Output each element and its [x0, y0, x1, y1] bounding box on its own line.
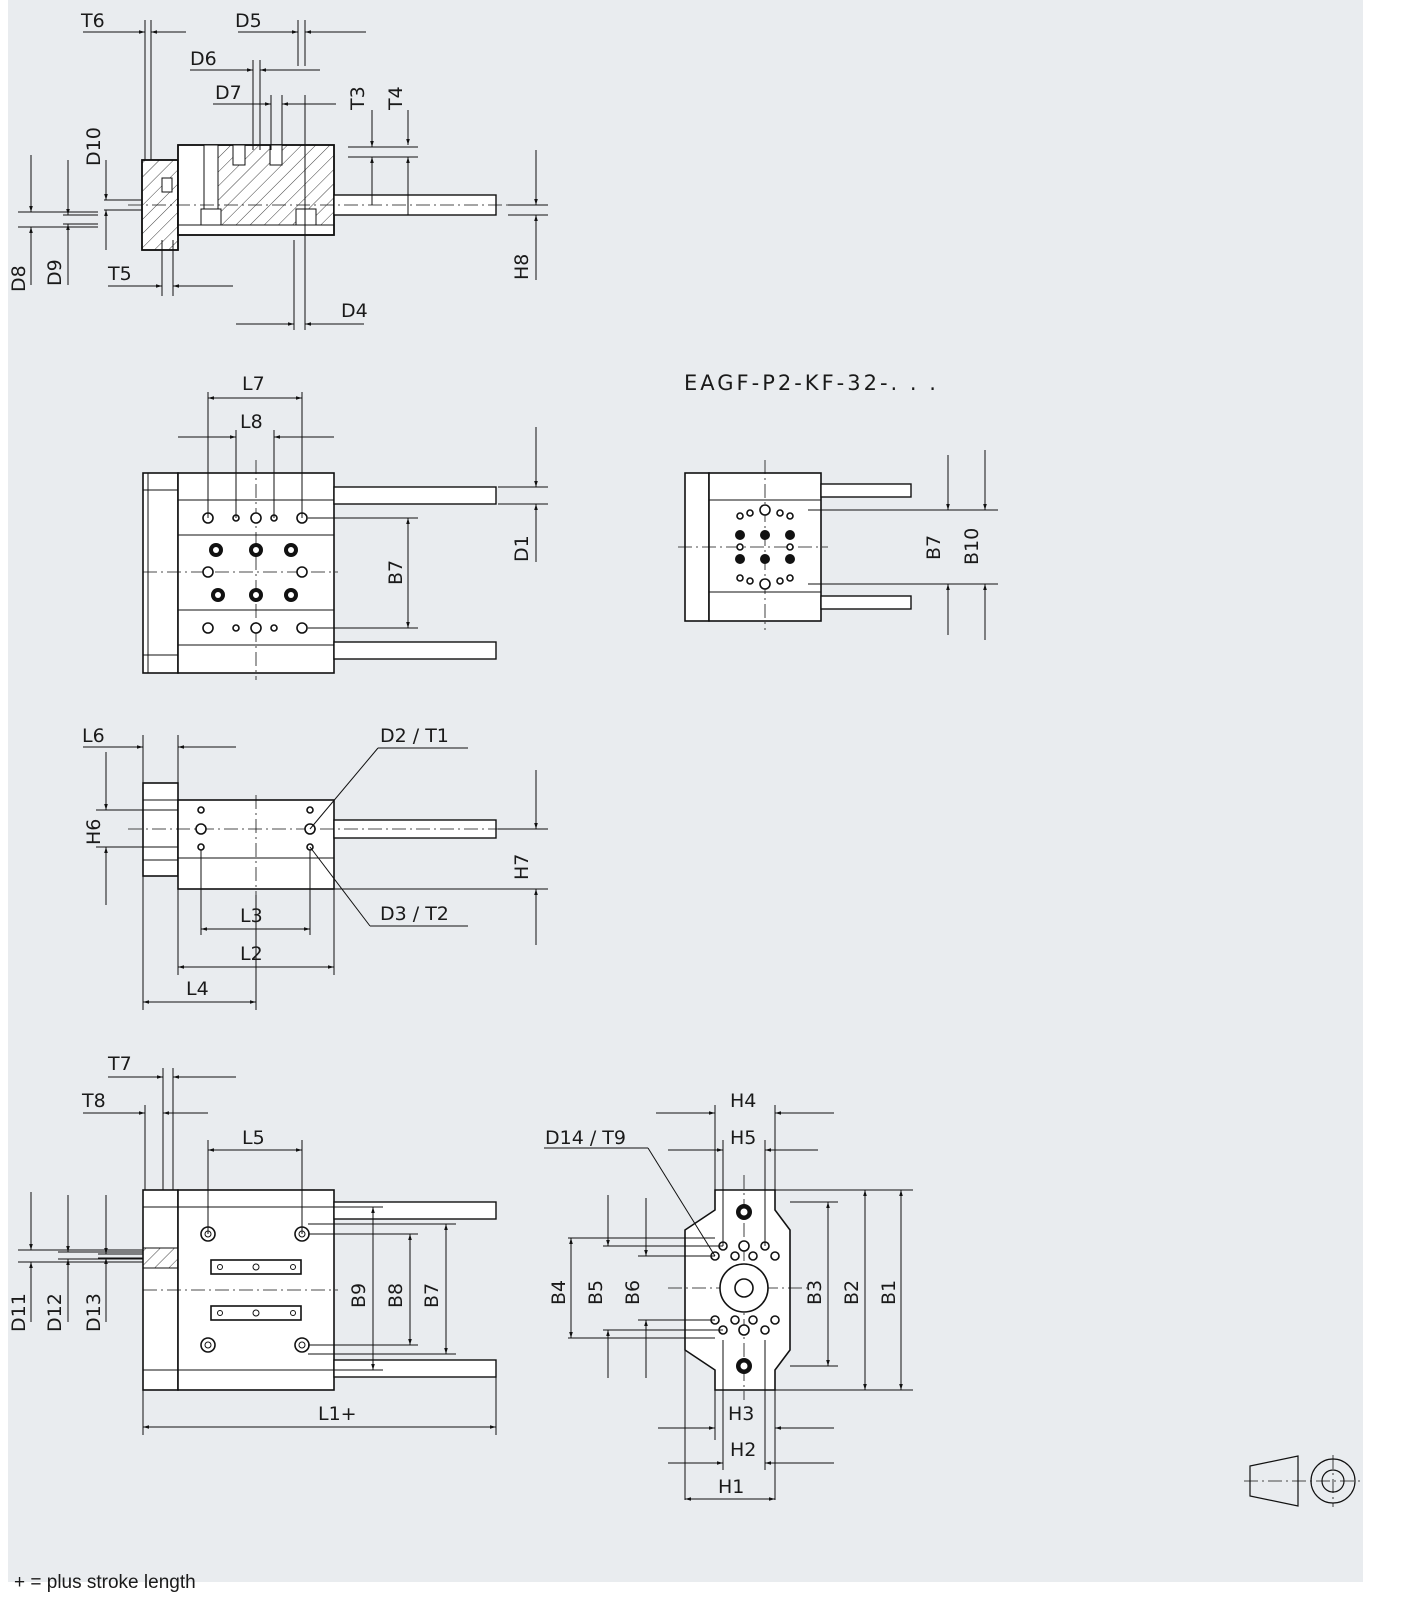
end-view [544, 1105, 913, 1501]
dim-label-B7-variant: B7 [923, 535, 945, 560]
dim-label-L1: L1+ [318, 1403, 357, 1425]
dim-label-L7: L7 [242, 373, 265, 395]
dim-label-D11: D11 [8, 1293, 30, 1332]
footnote: + = plus stroke length [14, 1572, 196, 1593]
side-view-labels: L6 D2 / T1 H6 H7 L3 D3 / T2 L2 L4 [82, 725, 533, 1000]
dim-label-B2: B2 [841, 1280, 863, 1305]
dim-label-B1: B1 [878, 1280, 900, 1305]
dim-label-T8: T8 [81, 1090, 106, 1112]
dim-label-H3: H3 [728, 1403, 754, 1425]
dim-label-T3: T3 [347, 86, 369, 111]
dim-label-B7: B7 [385, 560, 407, 585]
dim-label-T4: T4 [385, 86, 407, 111]
dim-label-H5: H5 [730, 1127, 756, 1149]
dim-label-T6: T6 [80, 10, 105, 32]
dim-label-H6: H6 [83, 819, 105, 845]
dim-label-B6: B6 [622, 1280, 644, 1305]
dim-label-D13: D13 [83, 1293, 105, 1332]
dim-label-T5: T5 [107, 263, 132, 285]
dim-label-B9: B9 [348, 1283, 370, 1308]
dim-label-H8: H8 [511, 254, 533, 280]
variant-title: EAGF-P2-KF-32-. . . [684, 371, 939, 395]
dim-label-T7: T7 [107, 1053, 132, 1075]
top-view [142, 392, 548, 680]
dim-label-D14-T9: D14 / T9 [545, 1127, 626, 1149]
end-view-labels: H4 H5 D14 / T9 B4 B5 B6 B3 B2 B1 H3 H2 H… [545, 1090, 900, 1498]
dim-label-D4: D4 [341, 300, 368, 322]
top-view-labels: L7 L8 D1 B7 [240, 373, 533, 585]
projection-method-icon [1244, 1455, 1360, 1507]
dim-label-H4: H4 [730, 1090, 756, 1112]
variant-view [678, 450, 998, 640]
dim-label-D10: D10 [83, 127, 105, 166]
dim-label-L3: L3 [240, 905, 263, 927]
dim-label-H7: H7 [511, 854, 533, 880]
bottom-view-labels: T7 T8 L5 D11 D12 D13 B9 B8 B7 L1+ [8, 1053, 443, 1425]
dim-label-B3: B3 [804, 1280, 826, 1305]
dim-label-B10: B10 [961, 528, 983, 565]
bottom-view [18, 1068, 497, 1435]
dim-label-D2-T1: D2 / T1 [380, 725, 449, 747]
side-view [83, 735, 548, 1010]
dim-label-D9: D9 [44, 259, 66, 286]
dim-label-L8: L8 [240, 411, 263, 433]
dim-label-L6: L6 [82, 725, 105, 747]
section-view [18, 20, 548, 330]
dim-label-D6: D6 [190, 48, 217, 70]
dim-label-L5: L5 [242, 1127, 265, 1149]
technical-drawing: T6 D5 D6 D7 T3 T4 D10 D8 D9 T5 H8 D4 [8, 10, 1360, 1507]
drawing-sheet: T6 D5 D6 D7 T3 T4 D10 D8 D9 T5 H8 D4 [8, 0, 1363, 1582]
dim-label-D12: D12 [44, 1293, 66, 1332]
dim-label-D7: D7 [215, 82, 242, 104]
dim-label-H1: H1 [718, 1476, 744, 1498]
section-view-labels: T6 D5 D6 D7 T3 T4 D10 D8 D9 T5 H8 D4 [8, 10, 533, 322]
dim-label-B8: B8 [385, 1283, 407, 1308]
dim-label-D1: D1 [511, 535, 533, 562]
variant-view-labels: B7 B10 [923, 528, 983, 565]
dim-label-D3-T2: D3 / T2 [380, 903, 449, 925]
dim-label-L2: L2 [240, 943, 263, 965]
dim-label-H2: H2 [730, 1439, 756, 1461]
dim-label-L4: L4 [186, 978, 209, 1000]
dim-label-B7-bottom: B7 [421, 1283, 443, 1308]
dim-label-B5: B5 [585, 1280, 607, 1305]
dim-label-D8: D8 [8, 265, 30, 292]
variant-view-holes [735, 504, 795, 590]
dim-label-D5: D5 [235, 10, 262, 32]
dim-label-B4: B4 [548, 1280, 570, 1305]
